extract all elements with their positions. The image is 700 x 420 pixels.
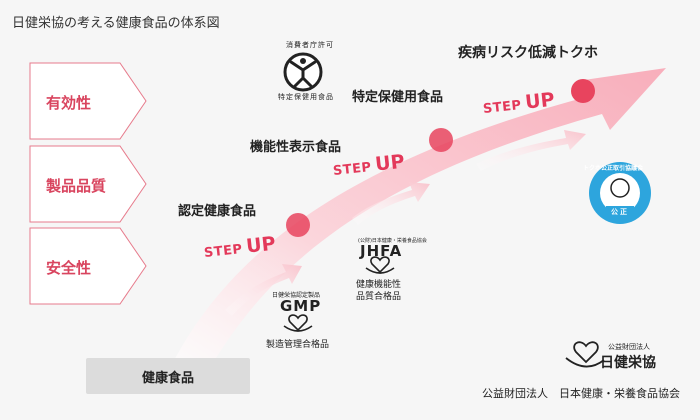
base-health-food-box: 健康食品 xyxy=(86,358,250,394)
stage-certified-label: 認定健康食品 xyxy=(178,204,257,219)
fair-trade-center-text: 公正 xyxy=(611,208,629,216)
gmp-mark: GMP xyxy=(280,297,322,315)
stage-base-label: 健康食品 xyxy=(141,370,194,386)
footer-org-name: 公益財団法人 日本健康・栄養食品協会 xyxy=(482,387,680,400)
caa-bottom-text: 特定保健用食品 xyxy=(278,93,334,101)
jhfa-heart-hand-icon xyxy=(365,256,395,274)
jhfa-mark: JHFA xyxy=(360,242,403,260)
gmp-caption: 日健栄協認定製品 xyxy=(272,292,321,299)
attr-effectiveness: 有効性 xyxy=(46,94,92,112)
step-arrow-1 xyxy=(225,264,302,316)
fair-trade-ring-text: トクホ公正取引協議会 xyxy=(583,165,644,172)
page-title: 日健栄協の考える健康食品の体系図 xyxy=(12,16,220,31)
logo-name: 日健栄協 xyxy=(600,355,656,371)
attr-chevron-safety xyxy=(29,227,147,305)
attr-safety: 安全性 xyxy=(46,259,92,277)
caa-tokuho-mark xyxy=(283,52,323,92)
up-text: UP xyxy=(245,232,277,258)
jhfa-label-2: 品質合格品 xyxy=(356,292,402,302)
attr-quality: 製品品質 xyxy=(46,177,107,195)
stage-disease-risk-label: 疾病リスク低減トクホ xyxy=(458,45,598,61)
attr-chevron-quality xyxy=(29,145,147,223)
stage-functional-label: 機能性表示食品 xyxy=(250,140,342,155)
jhfa-label-1: 健康機能性 xyxy=(356,280,402,290)
nikkenneikyo-logo-icon xyxy=(565,341,605,368)
attr-chevron-effectiveness xyxy=(29,62,147,140)
fair-trade-seal xyxy=(589,162,651,224)
up-text: UP xyxy=(524,88,556,114)
stage-dot-tokuho xyxy=(429,128,453,152)
step-arrow-2 xyxy=(352,182,430,225)
logo-caption: 公益財団法人 xyxy=(608,343,650,351)
growth-arrow xyxy=(170,68,666,368)
caa-top-text: 消費者庁許可 xyxy=(286,41,334,49)
step-arrow-3 xyxy=(476,130,586,171)
gmp-heart-hand-icon xyxy=(283,314,313,332)
step-text: STEP xyxy=(482,98,523,118)
jhfa-caption: (公財)日本健康・栄養食品協会 xyxy=(358,238,427,244)
stage-dot-disease-risk xyxy=(571,79,595,103)
stage-dot-certified xyxy=(286,213,310,237)
stage-tokuho-label: 特定保健用食品 xyxy=(352,90,444,105)
step-text: STEP xyxy=(203,242,244,262)
up-text: UP xyxy=(374,150,406,176)
step-text: STEP xyxy=(332,160,373,180)
gmp-label: 製造管理合格品 xyxy=(266,340,330,350)
